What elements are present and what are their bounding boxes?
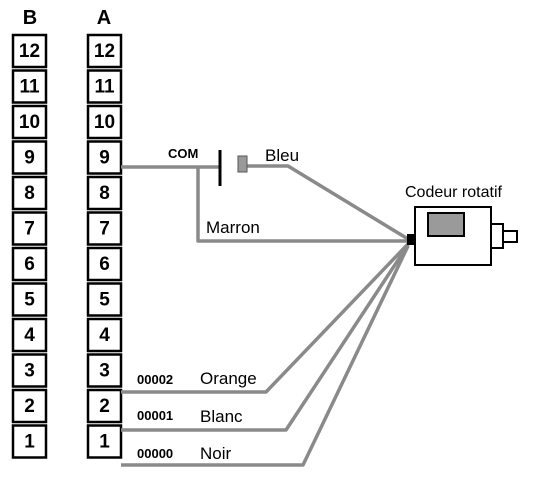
terminal-b-10-box: [11, 104, 48, 140]
terminal-a-6-box: [86, 246, 123, 282]
address-label-blanc: 00001: [137, 408, 173, 423]
wires: [121, 164, 410, 467]
com-label: COM: [168, 146, 198, 161]
encoder-window: [427, 212, 465, 237]
terminal-a-6-label: 6: [99, 254, 110, 275]
terminal-b-10-label: 10: [19, 112, 40, 133]
switch-contact-right-plate: [237, 155, 248, 173]
wire-bleu: [244, 164, 409, 241]
encoder-connector: [407, 234, 416, 245]
terminal-b-6-label: 6: [24, 254, 35, 275]
terminal-b-5-label: 5: [24, 290, 35, 311]
terminal-b-3-label: 3: [24, 361, 35, 382]
encoder-shaft: [502, 230, 518, 243]
terminal-b-4-label: 4: [24, 325, 35, 346]
terminal-b-12-box: [11, 33, 48, 69]
terminal-a-1-label: 1: [99, 432, 110, 453]
address-label-noir: 00000: [137, 446, 173, 461]
terminal-a-2-label: 2: [99, 396, 110, 417]
terminal-a-3-label: 3: [99, 361, 110, 382]
terminal-a-9-label: 9: [99, 148, 110, 169]
terminal-a-4-label: 4: [99, 325, 110, 346]
wire-orange: [121, 242, 410, 394]
terminal-b-5-box: [11, 282, 48, 317]
terminal-b-9-box: [11, 140, 48, 175]
address-label-orange: 00002: [137, 372, 173, 387]
terminal-block-a: 12 11 10 9 8 7 6 5 4 3 2 1: [86, 33, 123, 459]
terminal-a-1-box: [86, 424, 123, 459]
terminal-a-9-box: [86, 140, 123, 175]
terminal-b-1-box: [11, 424, 48, 459]
terminal-b-8-label: 8: [24, 183, 35, 204]
wire-label-noir: Noir: [200, 444, 232, 463]
terminal-block-b: 12 11 10 9 8 7 6 5 4 3 2 1: [11, 33, 48, 459]
column-a-header: A: [97, 7, 111, 29]
terminal-b-8-box: [11, 175, 48, 211]
terminal-b-11-box: [11, 69, 48, 104]
terminal-b-7-box: [11, 211, 48, 246]
wire-label-bleu: Bleu: [265, 146, 299, 165]
column-b-header: B: [23, 7, 37, 29]
terminal-a-12-box: [86, 33, 123, 69]
encoder-title: Codeur rotatif: [405, 184, 502, 201]
terminal-a-7-box: [86, 211, 123, 246]
terminal-a-7-label: 7: [99, 219, 110, 240]
terminal-b-3-box: [11, 353, 48, 388]
wire-blanc: [121, 244, 410, 432]
terminal-a-2-box: [86, 388, 123, 424]
wire-label-orange: Orange: [200, 369, 257, 388]
terminal-a-11-box: [86, 69, 123, 104]
terminal-a-3-box: [86, 353, 123, 388]
terminal-b-6-box: [11, 246, 48, 282]
encoder-collar: [490, 223, 504, 249]
terminal-a-12-label: 12: [94, 41, 115, 62]
wire-label-marron: Marron: [206, 218, 260, 237]
rotary-encoder: Codeur rotatif: [405, 184, 518, 266]
wire-marron: [196, 167, 408, 243]
terminal-a-5-box: [86, 282, 123, 317]
terminal-b-12-label: 12: [19, 41, 40, 62]
wire-noir: [121, 245, 410, 467]
terminal-b-2-box: [11, 388, 48, 424]
wire-label-blanc: Blanc: [200, 407, 243, 426]
switch-contact: [218, 150, 248, 186]
terminal-b-1-label: 1: [24, 432, 35, 453]
terminal-b-2-label: 2: [24, 396, 35, 417]
terminal-a-8-box: [86, 175, 123, 211]
terminal-a-4-box: [86, 317, 123, 353]
terminal-a-11-label: 11: [94, 77, 115, 98]
terminal-a-10-box: [86, 104, 123, 140]
terminal-a-10-label: 10: [94, 112, 115, 133]
terminal-b-4-box: [11, 317, 48, 353]
terminal-b-11-label: 11: [19, 77, 40, 98]
terminal-a-5-label: 5: [99, 290, 110, 311]
terminal-a-8-label: 8: [99, 183, 110, 204]
terminal-b-9-label: 9: [24, 148, 35, 169]
terminal-b-7-label: 7: [24, 219, 35, 240]
